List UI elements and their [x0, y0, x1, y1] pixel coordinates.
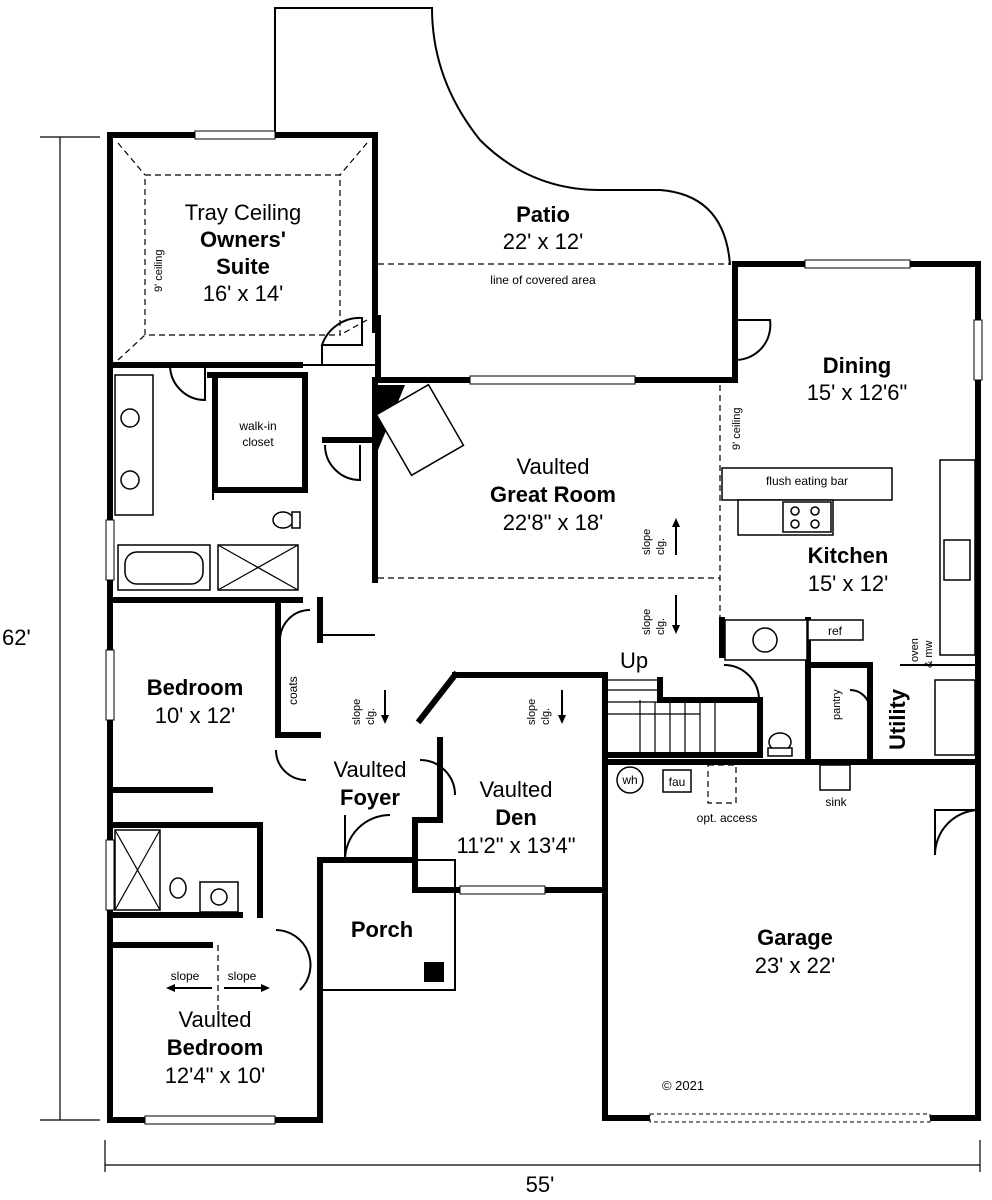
patio-outline — [274, 7, 731, 266]
fau-label: fau — [669, 775, 686, 789]
copyright: © 2021 — [662, 1078, 704, 1093]
dimension-lines — [40, 136, 981, 1172]
garage-size: 23' x 22' — [755, 953, 836, 978]
slope-clg-den-b: clg. — [540, 708, 552, 725]
doors — [169, 316, 979, 991]
great-room-size: 22'8" x 18' — [503, 510, 604, 535]
patio-name: Patio — [516, 202, 570, 227]
sink-label: sink — [825, 795, 847, 809]
dining-name: Dining — [823, 353, 891, 378]
stairs — [605, 679, 716, 755]
fixtures — [114, 374, 976, 991]
den-prefix: Vaulted — [480, 777, 553, 802]
vaulted-bedroom-name: Bedroom — [167, 1035, 264, 1060]
ref-label: ref — [828, 624, 843, 638]
slope-clg-den-a: slope — [526, 699, 538, 725]
owners-suite-ceiling: Tray Ceiling — [185, 200, 302, 225]
kitchen-size: 15' x 12' — [808, 571, 889, 596]
opt-access-label: opt. access — [697, 811, 758, 825]
patio-note: line of covered area — [490, 273, 596, 287]
slope-left-label: slope — [171, 969, 200, 983]
eating-bar-label: flush eating bar — [766, 474, 848, 488]
kitchen-name: Kitchen — [808, 543, 889, 568]
up-label: Up — [620, 648, 648, 673]
slope-clg-great-1b: clg. — [655, 538, 667, 555]
great-room-prefix: Vaulted — [517, 454, 590, 479]
foyer-name: Foyer — [340, 785, 400, 810]
owners-suite-ceiling-height: 9' ceiling — [153, 250, 165, 292]
slope-clg-foyer-b: clg. — [365, 708, 377, 725]
vaulted-bedroom-size: 12'4" x 10' — [165, 1063, 266, 1088]
width-dimension: 55' — [526, 1172, 555, 1197]
wh-label: wh — [621, 773, 637, 787]
porch-name: Porch — [351, 917, 413, 942]
slope-clg-great-2b: clg. — [655, 618, 667, 635]
vaulted-bedroom-prefix: Vaulted — [179, 1007, 252, 1032]
utility-label: Utility — [885, 688, 910, 750]
slope-clg-great-2a: slope — [641, 609, 653, 635]
garage-name: Garage — [757, 925, 833, 950]
slope-clg-great-1a: slope — [641, 529, 653, 555]
labels: 62' 55' Tray Ceiling Owners' Suite 16' x… — [2, 200, 935, 1197]
slope-arrows — [166, 518, 680, 992]
owners-suite-name2: Suite — [216, 254, 270, 279]
foyer-prefix: Vaulted — [334, 757, 407, 782]
owners-suite-size: 16' x 14' — [203, 281, 284, 306]
slope-right-label: slope — [228, 969, 257, 983]
depth-dimension: 62' — [2, 625, 31, 650]
owners-suite-name1: Owners' — [200, 227, 286, 252]
den-size: 11'2" x 13'4" — [456, 833, 575, 858]
den-name: Den — [495, 805, 537, 830]
windows — [105, 130, 983, 1125]
dining-size: 15' x 12'6" — [807, 380, 908, 405]
walk-in-line2: closet — [242, 435, 274, 449]
walk-in-line1: walk-in — [238, 419, 276, 433]
pantry-label: pantry — [831, 689, 843, 720]
oven-label: oven — [909, 638, 921, 662]
bedroom-name: Bedroom — [147, 675, 244, 700]
bedroom-size: 10' x 12' — [155, 703, 236, 728]
coats-label: coats — [286, 676, 300, 705]
slope-clg-foyer-a: slope — [351, 699, 363, 725]
patio-size: 22' x 12' — [503, 229, 584, 254]
great-room-name: Great Room — [490, 482, 616, 507]
dining-ceiling-height: 9' ceiling — [731, 408, 743, 450]
interior-walls — [107, 362, 981, 948]
mw-label: & mw — [923, 640, 935, 668]
